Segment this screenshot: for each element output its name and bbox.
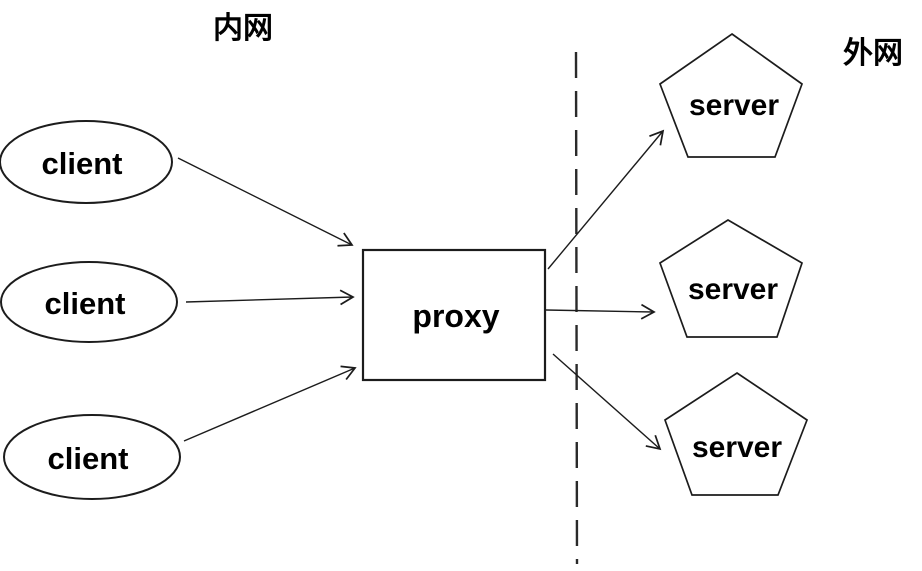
- client-node-2: client: [0, 261, 178, 343]
- arrow-proxy-to-server2: [545, 303, 656, 320]
- arrow-client1-to-proxy: [177, 157, 354, 247]
- proxy-node: proxy: [361, 248, 547, 382]
- arrow-client3-to-proxy: [183, 365, 357, 442]
- extranet-region-label: 外网: [843, 37, 903, 70]
- server-node-3: server: [663, 371, 809, 496]
- client-2-ellipse: [0, 261, 178, 343]
- server-1-label: server: [689, 89, 779, 122]
- client-2-label: client: [45, 286, 126, 321]
- server-node-1: server: [658, 32, 804, 158]
- network-boundary-dashed-line: [574, 51, 579, 565]
- server-1-pentagon: [658, 32, 804, 158]
- proxy-label: proxy: [412, 298, 499, 334]
- server-2-pentagon: [658, 219, 804, 338]
- intranet-region-label: 内网: [213, 12, 273, 45]
- server-2-label: server: [688, 273, 778, 306]
- client-3-ellipse: [3, 414, 181, 500]
- client-node-1: client: [0, 120, 173, 204]
- server-node-2: server: [658, 219, 804, 338]
- server-3-label: server: [692, 431, 782, 464]
- arrow-proxy-to-server3: [552, 353, 662, 451]
- server-3-pentagon: [663, 371, 809, 496]
- arrow-proxy-to-server1: [547, 129, 665, 270]
- client-1-ellipse: [0, 120, 173, 204]
- client-node-3: client: [3, 414, 181, 500]
- arrow-client2-to-proxy: [185, 289, 355, 306]
- client-1-label: client: [42, 146, 123, 181]
- client-3-label: client: [48, 441, 129, 476]
- proxy-box: [361, 248, 547, 382]
